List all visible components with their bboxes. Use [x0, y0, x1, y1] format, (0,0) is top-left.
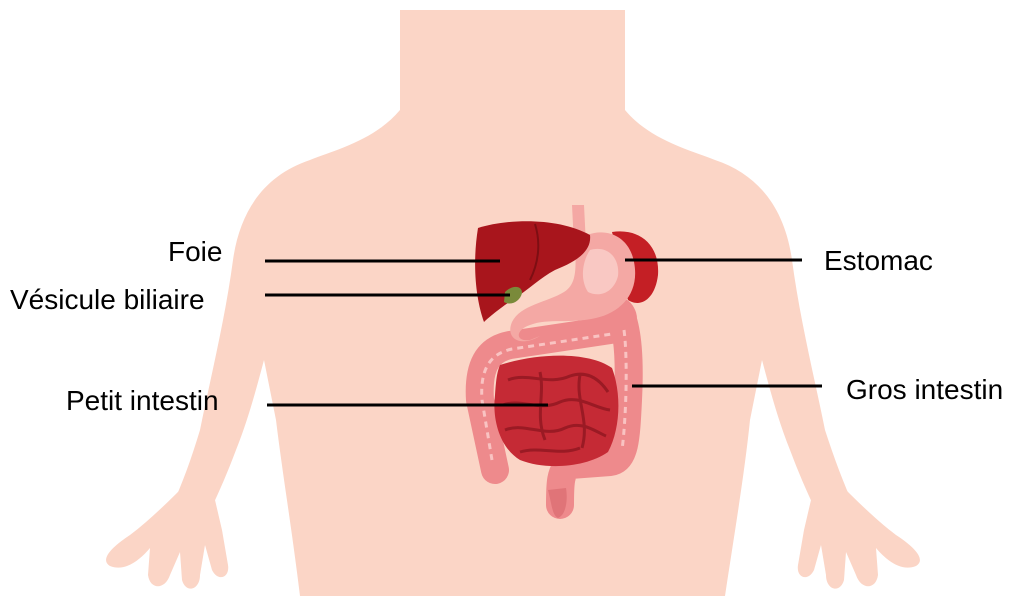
- torso: [156, 10, 870, 596]
- label-estomac: Estomac: [824, 247, 933, 275]
- label-petit-intestin: Petit intestin: [66, 387, 219, 415]
- right-hand: [798, 480, 920, 589]
- small-intestine-organ: [494, 356, 618, 467]
- left-hand: [106, 480, 228, 589]
- small-intestine-mass: [494, 356, 618, 467]
- label-gros-intestin: Gros intestin: [846, 376, 1003, 404]
- label-vesicule-biliaire: Vésicule biliaire: [10, 286, 205, 314]
- body-silhouette: [106, 10, 920, 596]
- label-foie: Foie: [168, 238, 222, 266]
